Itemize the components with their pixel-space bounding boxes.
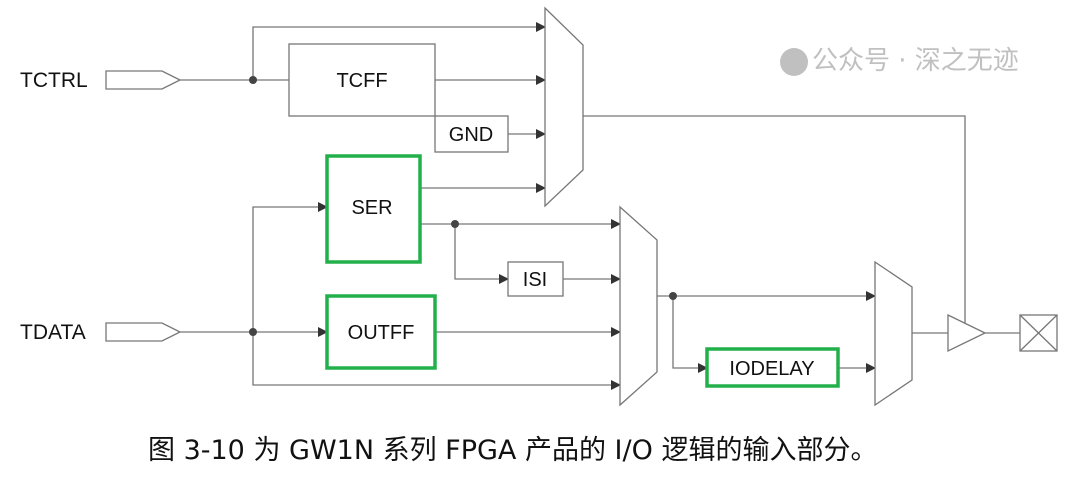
junction-dot bbox=[249, 328, 257, 336]
figure-caption: 图 3-10 为 GW1N 系列 FPGA 产品的 I/O 逻辑的输入部分。 bbox=[148, 435, 878, 466]
tctrl-wires bbox=[180, 22, 546, 139]
output-buffer-icon bbox=[947, 313, 987, 353]
tctrl-label: TCTRL bbox=[20, 69, 88, 92]
tctrl-pad bbox=[105, 70, 182, 90]
tcff-block: TCFF bbox=[288, 43, 436, 117]
junction-dot bbox=[249, 76, 257, 84]
ser-label: SER bbox=[351, 197, 392, 219]
tctrl-input: TCTRL bbox=[20, 69, 182, 92]
wechat-icon bbox=[780, 47, 808, 76]
gnd-block: GND bbox=[434, 115, 509, 153]
delay-mux bbox=[874, 260, 913, 407]
gnd-label: GND bbox=[449, 124, 493, 146]
iodelay-label: IODELAY bbox=[729, 358, 814, 380]
io-pad-icon bbox=[1019, 314, 1058, 352]
iodelay-block: IODELAY bbox=[705, 347, 840, 388]
isi-block: ISI bbox=[507, 261, 564, 297]
tristate-mux bbox=[544, 6, 584, 208]
junction-dot bbox=[451, 220, 459, 228]
tdata-pad bbox=[105, 322, 182, 342]
tcff-label: TCFF bbox=[336, 70, 387, 92]
outff-block: OUTFF bbox=[325, 294, 437, 370]
junction-dot bbox=[669, 292, 677, 300]
tdata-input: TDATA bbox=[20, 321, 182, 344]
tdata-label: TDATA bbox=[20, 321, 86, 344]
data-mux bbox=[619, 205, 658, 407]
tdata-wires bbox=[180, 115, 1020, 390]
ser-block: SER bbox=[325, 154, 422, 264]
outff-label: OUTFF bbox=[348, 322, 415, 344]
isi-label: ISI bbox=[523, 269, 547, 291]
watermark: 公众号 · 深之无迹 bbox=[780, 40, 1019, 77]
watermark-text: 公众号 · 深之无迹 bbox=[812, 46, 1019, 76]
